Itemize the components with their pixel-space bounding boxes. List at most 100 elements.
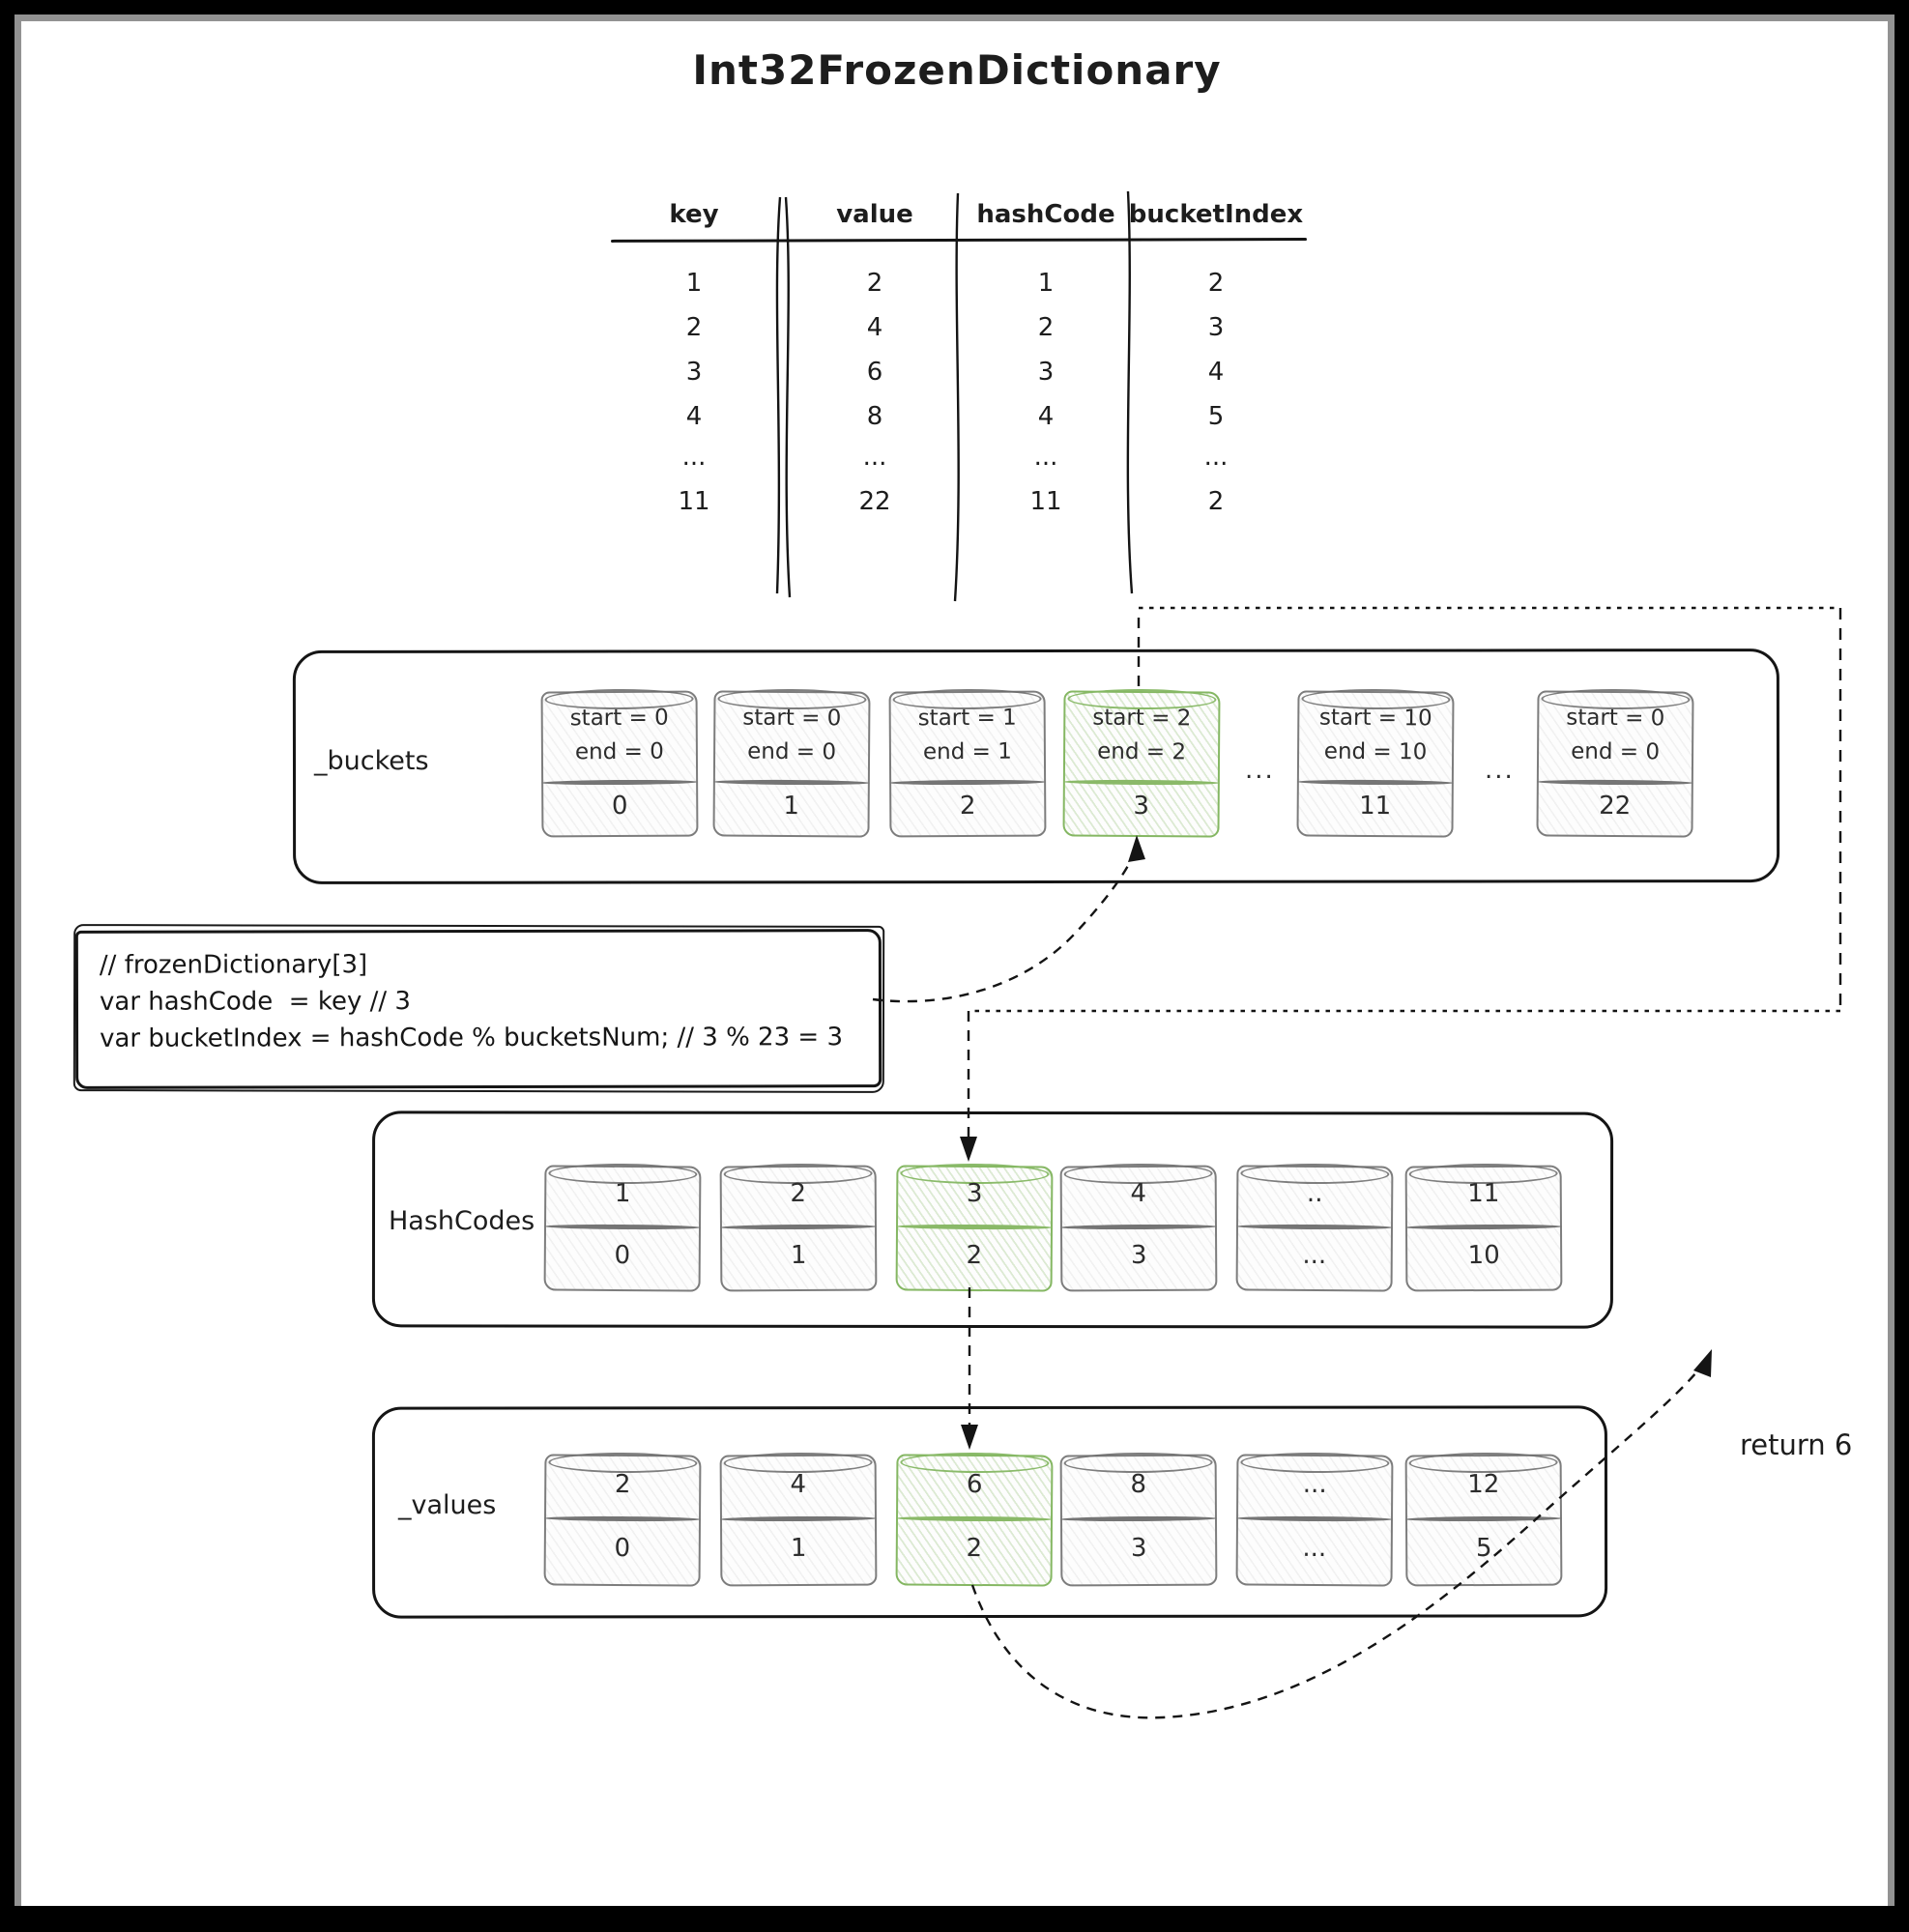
code-annotation-box: // frozenDictionary[3] var hashCode = ke… bbox=[74, 929, 882, 1089]
table-cell: 3 bbox=[1037, 358, 1055, 387]
cell-divider bbox=[895, 1224, 1054, 1230]
cell-divider bbox=[719, 1515, 878, 1522]
buckets-label: _buckets bbox=[314, 746, 429, 776]
table-cell: 11 bbox=[678, 487, 710, 516]
values-label: _values bbox=[398, 1490, 497, 1520]
values-cell-0: 2 0 bbox=[543, 1452, 702, 1587]
values-cell-3: 8 3 bbox=[1059, 1452, 1218, 1587]
cell-divider bbox=[1062, 779, 1220, 786]
value-index: 0 bbox=[614, 1533, 631, 1564]
bucket-end: end = 0 bbox=[574, 738, 664, 765]
bucket-start: start = 0 bbox=[742, 705, 842, 732]
cell-divider bbox=[541, 779, 699, 786]
table-cell: 6 bbox=[866, 358, 883, 387]
hashcodes-cell-1: 2 1 bbox=[719, 1163, 878, 1292]
cell-divider bbox=[1059, 1224, 1218, 1230]
bucket-start: start = 0 bbox=[1566, 705, 1665, 732]
bucket-cell-3-highlighted: start = 2 end = 2 3 bbox=[1062, 688, 1221, 838]
table-cell: 4 bbox=[1207, 358, 1225, 387]
value-index: ... bbox=[1302, 1533, 1327, 1564]
cell-divider bbox=[1536, 779, 1693, 786]
table-cell: 5 bbox=[1207, 402, 1225, 431]
bucket-index: 0 bbox=[611, 791, 628, 822]
cell-divider bbox=[1059, 1515, 1218, 1522]
bucket-cell-2: start = 1 end = 1 2 bbox=[888, 688, 1047, 838]
values-cell-12: 12 5 bbox=[1404, 1452, 1563, 1587]
table-cell: 4 bbox=[1037, 402, 1055, 431]
hashcodes-cell-2-highlighted: 3 2 bbox=[895, 1163, 1054, 1292]
hashcodes-cell-3: 4 3 bbox=[1059, 1163, 1218, 1292]
bucket-index: 3 bbox=[1133, 791, 1150, 822]
value-item: 12 bbox=[1467, 1469, 1500, 1500]
code-line: var bucketIndex = hashCode % bucketsNum;… bbox=[100, 1023, 844, 1053]
cell-divider bbox=[1296, 779, 1454, 786]
table-cell: 1 bbox=[685, 269, 703, 298]
table-header-value: value bbox=[836, 200, 913, 229]
bucket-cell-22: start = 0 end = 0 22 bbox=[1536, 688, 1694, 838]
table-cell: ... bbox=[862, 443, 887, 472]
hash-index: 10 bbox=[1467, 1240, 1500, 1271]
hash-index: 2 bbox=[966, 1240, 983, 1271]
values-cell-2-highlighted: 6 2 bbox=[895, 1452, 1054, 1587]
table-cell: 2 bbox=[866, 269, 883, 298]
table-header-hashcode: hashCode bbox=[976, 200, 1115, 229]
table-cell: ... bbox=[1203, 443, 1229, 472]
value-item: ... bbox=[1302, 1469, 1327, 1500]
bucket-cell-0: start = 0 end = 0 0 bbox=[540, 688, 699, 838]
values-cell-1: 4 1 bbox=[719, 1452, 878, 1587]
table-cell: 2 bbox=[1207, 269, 1225, 298]
hash-value: .. bbox=[1306, 1178, 1323, 1209]
value-item: 6 bbox=[966, 1469, 983, 1500]
table-cell: 4 bbox=[685, 402, 703, 431]
return-annotation: return 6 bbox=[1740, 1428, 1853, 1461]
hash-value: 3 bbox=[966, 1178, 983, 1209]
table-cell: 11 bbox=[1029, 487, 1062, 516]
table-cell: 2 bbox=[1037, 313, 1055, 342]
bucket-start: start = 1 bbox=[917, 705, 1017, 732]
bucket-index: 2 bbox=[959, 791, 976, 822]
table-cell: ... bbox=[1033, 443, 1058, 472]
hash-index: ... bbox=[1302, 1240, 1327, 1271]
cell-divider bbox=[719, 1224, 878, 1230]
hashcodes-cell-0: 1 0 bbox=[543, 1163, 702, 1292]
value-index: 3 bbox=[1130, 1533, 1147, 1564]
values-cell-ellipsis: ... ... bbox=[1235, 1452, 1394, 1587]
bucket-start: start = 0 bbox=[569, 705, 669, 732]
bucket-cell-11: start = 10 end = 10 11 bbox=[1296, 688, 1455, 838]
hash-index: 0 bbox=[614, 1240, 631, 1271]
table-cell: 4 bbox=[866, 313, 883, 342]
buckets-ellipsis: ... bbox=[1245, 756, 1275, 785]
hashcodes-cell-11: 11 10 bbox=[1404, 1163, 1563, 1292]
table-header-key: key bbox=[669, 200, 719, 229]
bucket-start: start = 2 bbox=[1092, 705, 1192, 732]
value-index: 1 bbox=[790, 1533, 807, 1564]
hash-value: 1 bbox=[614, 1178, 631, 1209]
value-item: 2 bbox=[614, 1469, 631, 1500]
code-line: // frozenDictionary[3] bbox=[99, 950, 368, 980]
table-cell: 3 bbox=[1207, 313, 1225, 342]
table-cell: 8 bbox=[866, 402, 883, 431]
value-item: 4 bbox=[790, 1469, 807, 1500]
buckets-ellipsis: ... bbox=[1485, 756, 1515, 785]
cell-divider bbox=[543, 1224, 702, 1230]
hashcodes-label: HashCodes bbox=[389, 1206, 535, 1236]
table-cell: 2 bbox=[1207, 487, 1225, 516]
table-header-bucketindex: bucketIndex bbox=[1128, 200, 1304, 229]
table-cell: 2 bbox=[685, 313, 703, 342]
hash-value: 2 bbox=[790, 1178, 807, 1209]
bucket-index: 22 bbox=[1599, 791, 1632, 822]
bucket-end: end = 2 bbox=[1097, 738, 1187, 765]
hashcodes-cell-ellipsis: .. ... bbox=[1235, 1163, 1394, 1292]
hash-value: 11 bbox=[1467, 1178, 1500, 1209]
bucket-cell-1: start = 0 end = 0 1 bbox=[712, 688, 871, 838]
table-cell: 1 bbox=[1037, 269, 1055, 298]
bucket-start: start = 10 bbox=[1318, 705, 1432, 732]
value-item: 8 bbox=[1130, 1469, 1147, 1500]
bucket-end: end = 0 bbox=[747, 738, 837, 765]
table-cell: ... bbox=[681, 443, 707, 472]
bucket-index: 1 bbox=[783, 791, 800, 822]
table-cell: 22 bbox=[858, 487, 891, 516]
value-index: 5 bbox=[1475, 1533, 1492, 1564]
cell-divider bbox=[1404, 1515, 1563, 1522]
